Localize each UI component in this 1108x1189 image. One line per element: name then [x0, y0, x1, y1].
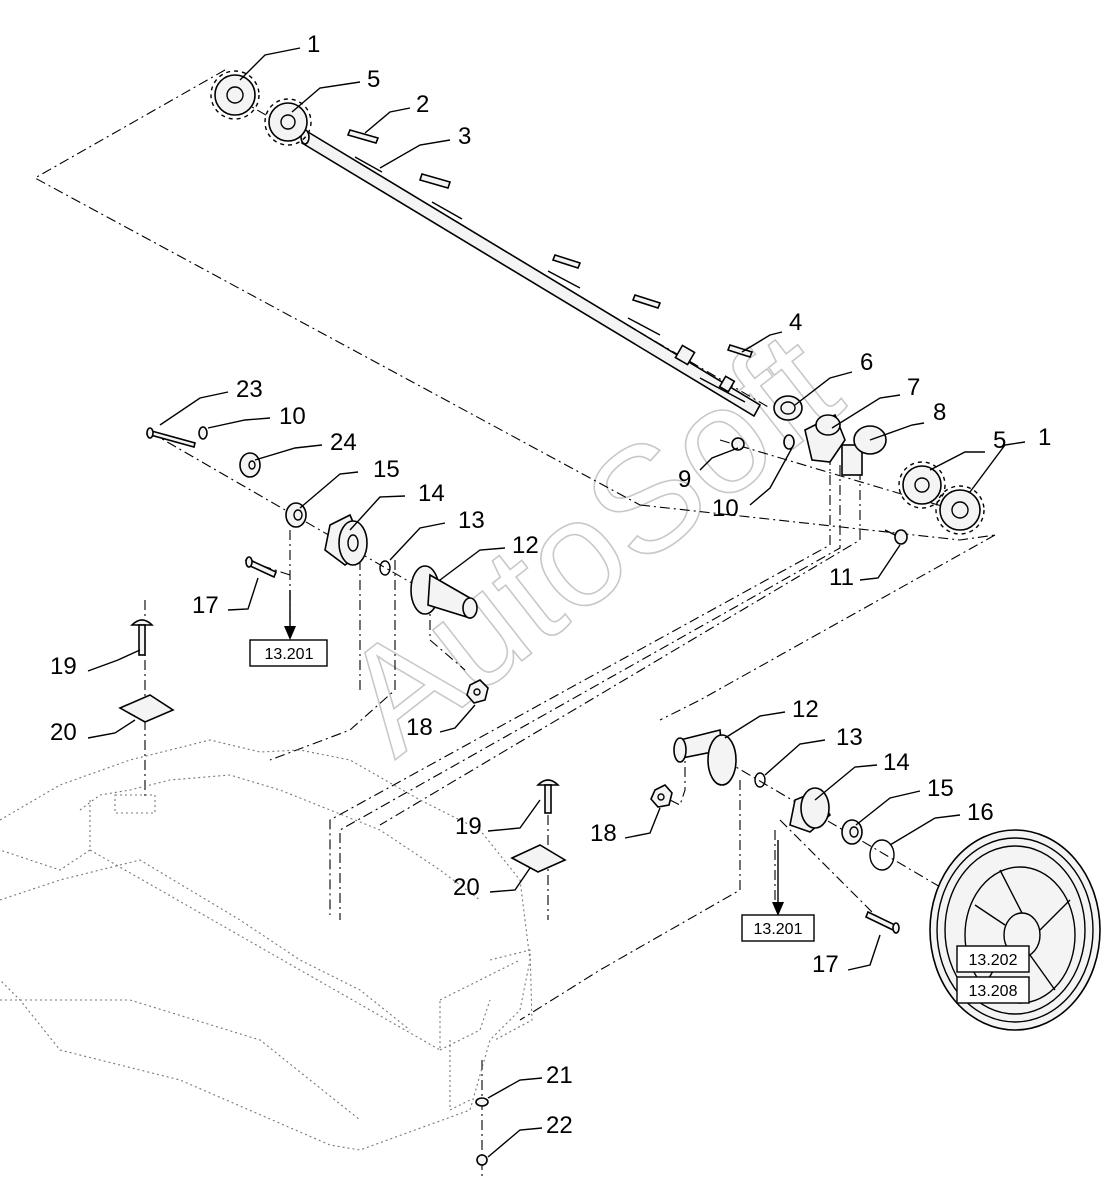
callout-5-right: 5: [993, 427, 1006, 454]
nut-18-right: [650, 784, 673, 808]
sprocket-5-left: [264, 98, 312, 146]
leader-lines: [87, 47, 1026, 1158]
frame-ghost-outline: [0, 739, 533, 1151]
ref-13-201-right-label: 13.201: [754, 921, 803, 938]
callouts: 1 5 2 3 4 6 7 8 5 1 9 10 10 11 23 24 15 …: [50, 31, 1051, 1139]
callout-18-right: 18: [590, 820, 617, 847]
bearing-15-left: [285, 502, 307, 528]
callout-12-right: 12: [792, 696, 819, 723]
circlip-13-left: [379, 560, 391, 576]
plate-20-right: [510, 844, 567, 873]
callout-4: 4: [789, 309, 802, 336]
callout-19-right: 19: [455, 813, 482, 840]
callout-13-right: 13: [836, 724, 863, 751]
ref-box-13-208[interactable]: 13.208: [956, 976, 1030, 1004]
callout-8: 8: [933, 399, 946, 426]
callout-20-right: 20: [453, 874, 480, 901]
callout-14-right: 14: [883, 749, 910, 776]
circlip-13-right: [754, 772, 766, 788]
callout-1-right: 1: [1038, 424, 1051, 451]
ref-13-201-left-label: 13.201: [265, 646, 314, 663]
bolt-23: [146, 427, 196, 448]
stub-axle-12-right: [673, 728, 737, 786]
bolt-19-left: [130, 619, 154, 656]
bolt-11: [884, 529, 908, 545]
plate-20-left: [118, 694, 175, 723]
bolt-19-right: [536, 779, 560, 814]
callout-18-left: 18: [406, 714, 433, 741]
washer-10-right: [783, 434, 795, 450]
ref-box-13-201-right[interactable]: 13.201: [741, 914, 815, 942]
stub-axle-12-left: [410, 565, 478, 620]
callout-11: 11: [829, 564, 854, 591]
bearing-6: [773, 395, 803, 421]
washer-24: [239, 452, 261, 478]
callout-9: 9: [678, 466, 691, 493]
callout-21: 21: [546, 1062, 573, 1089]
nut-9: [731, 437, 745, 451]
ref-13-202-label: 13.202: [969, 952, 1018, 969]
callout-7: 7: [907, 374, 920, 401]
hub-14-right: [789, 787, 832, 833]
callout-17-right: 17: [812, 951, 839, 978]
ref-13-208-label: 13.208: [969, 983, 1018, 1000]
callout-5-top: 5: [367, 66, 380, 93]
callout-6: 6: [860, 349, 873, 376]
shaft-keys: [346, 129, 754, 358]
callout-19-left: 19: [50, 653, 77, 680]
callout-13-left: 13: [458, 507, 485, 534]
reference-arrows: [284, 590, 784, 916]
callout-17-left: 17: [192, 592, 219, 619]
bearing-15-right: [841, 819, 863, 845]
nut-22: [476, 1154, 488, 1166]
callout-23: 23: [236, 376, 263, 403]
bolt-17-left: [245, 556, 278, 579]
sprocket-5-right: [898, 461, 946, 509]
callout-3: 3: [458, 123, 471, 150]
callout-1-top: 1: [307, 31, 320, 58]
sprocket-1-left: [210, 70, 260, 120]
drive-shaft: [300, 129, 762, 418]
snap-ring-16: [869, 839, 895, 871]
ref-box-13-201-left[interactable]: 13.201: [249, 639, 328, 667]
callout-2: 2: [416, 91, 429, 118]
callout-16: 16: [967, 799, 994, 826]
bolt-17-right: [864, 910, 900, 934]
ref-box-13-202[interactable]: 13.202: [956, 945, 1030, 973]
callout-15-right: 15: [927, 775, 954, 802]
washer-21: [475, 1097, 489, 1107]
callout-14-left: 14: [418, 480, 445, 507]
callout-10-right: 10: [712, 495, 739, 522]
callout-12-left: 12: [512, 532, 539, 559]
callout-24: 24: [330, 429, 357, 456]
callout-15-left: 15: [373, 456, 400, 483]
washer-10-left: [198, 426, 208, 440]
sprocket-1-right: [935, 485, 985, 535]
callout-10-left: 10: [279, 403, 306, 430]
callout-20-left: 20: [50, 719, 77, 746]
callout-22: 22: [546, 1112, 573, 1139]
hub-14-left: [324, 513, 368, 566]
nut-18-left: [466, 679, 489, 704]
